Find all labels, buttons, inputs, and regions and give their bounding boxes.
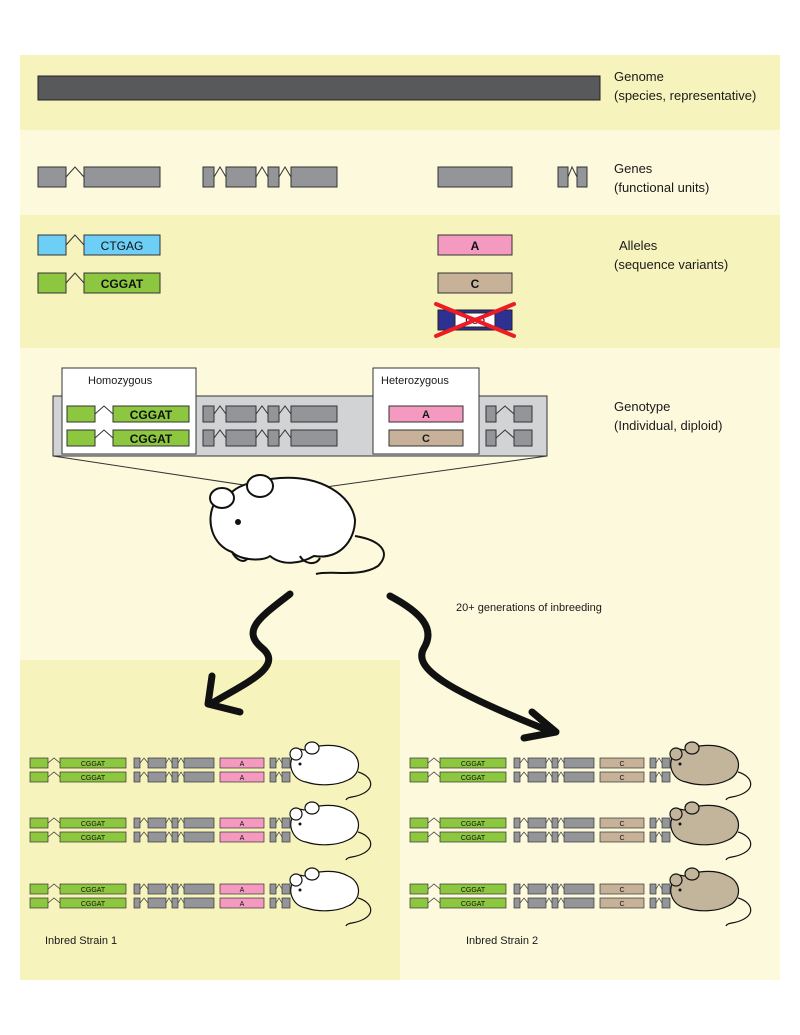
strain-allele: A: [240, 761, 245, 768]
strain-seq: CGGAT: [461, 901, 486, 908]
strain2-label: Inbred Strain 2: [466, 935, 538, 947]
gene-4: [557, 165, 588, 188]
genotype-subtitle: (Individual, diploid): [614, 418, 722, 433]
genes-title: Genes: [614, 161, 653, 176]
arrow-icon: [204, 590, 294, 716]
strain-allele: C: [619, 821, 624, 828]
allele-blue-seq: CTGAG: [101, 239, 144, 253]
allele-green: [37, 272, 161, 294]
genotype-title: Genotype: [614, 399, 670, 414]
homozygous-label: Homozygous: [88, 375, 153, 387]
strain-seq: CGGAT: [461, 835, 486, 842]
strain-seq: CGGAT: [81, 775, 106, 782]
mouse-icon: [669, 741, 752, 801]
strain-allele: C: [619, 887, 624, 894]
allele-tan: [437, 272, 513, 294]
strain-allele: A: [240, 835, 245, 842]
strain-row: CGGAT A CGGAT A: [29, 867, 372, 927]
hetero-c-label: C: [422, 433, 430, 445]
strain-seq: CGGAT: [461, 775, 486, 782]
strain-seq: CGGAT: [461, 887, 486, 894]
heterozygous-label: Heterozygous: [381, 375, 449, 387]
allele-green-seq: CGGAT: [101, 277, 144, 291]
gene-1: [37, 166, 161, 188]
homozygous-seq-2: CGGAT: [130, 432, 173, 446]
genome-subtitle: (species, representative): [614, 88, 756, 103]
mouse-eye: [235, 519, 241, 525]
homozygous-seq-1: CGGAT: [130, 408, 173, 422]
allele-neo: neo: [434, 302, 516, 338]
homozygous-alleles: [66, 405, 190, 447]
strain-seq: CGGAT: [81, 835, 106, 842]
strain1-label: Inbred Strain 1: [45, 935, 117, 947]
strain-seq: CGGAT: [81, 901, 106, 908]
strain-row: CGGAT A CGGAT A: [29, 801, 372, 861]
mouse-icon: [669, 801, 752, 861]
strain-allele: C: [619, 835, 624, 842]
strain-row: CGGAT C CGGAT C: [409, 801, 752, 861]
strain-seq: CGGAT: [81, 821, 106, 828]
strain-allele: A: [240, 901, 245, 908]
strain-allele: C: [619, 901, 624, 908]
red-cross-icon: [434, 302, 516, 338]
hetero-a-label: A: [422, 409, 430, 421]
strain-row: CGGAT A CGGAT A: [29, 741, 372, 801]
strain-allele: C: [619, 775, 624, 782]
strain-row: CGGAT C CGGAT C: [409, 741, 752, 801]
strain-seq: CGGAT: [461, 821, 486, 828]
arrow-icon-right: [386, 592, 560, 742]
gene-3: [437, 166, 513, 188]
strain-row: CGGAT C CGGAT C: [409, 867, 752, 927]
gene-2: [202, 166, 338, 188]
mouse-icon: [209, 474, 385, 575]
mouse-icon: [289, 741, 372, 801]
strain-seq: CGGAT: [461, 761, 486, 768]
inbreeding-caption: 20+ generations of inbreeding: [456, 602, 602, 614]
strain-seq: CGGAT: [81, 761, 106, 768]
allele-pink-label: A: [471, 239, 480, 253]
alleles-subtitle: (sequence variants): [614, 257, 728, 272]
genotype-gray-genes: [202, 405, 533, 447]
strain-allele: A: [240, 775, 245, 782]
allele-blue: [37, 234, 161, 256]
genes-subtitle: (functional units): [614, 180, 709, 195]
strain-seq: CGGAT: [81, 887, 106, 894]
hetero-c: [388, 429, 464, 447]
allele-tan-label: C: [471, 277, 480, 291]
genome-title: Genome: [614, 69, 664, 84]
genome-bar: [37, 75, 601, 101]
alleles-title: Alleles: [619, 238, 658, 253]
strain-allele: C: [619, 761, 624, 768]
strain-allele: A: [240, 887, 245, 894]
mouse-icon: [289, 801, 372, 861]
mouse-icon: [289, 867, 372, 927]
hetero-a: [388, 405, 464, 423]
allele-pink: [437, 234, 513, 256]
mouse-icon: [669, 867, 752, 927]
strain-allele: A: [240, 821, 245, 828]
